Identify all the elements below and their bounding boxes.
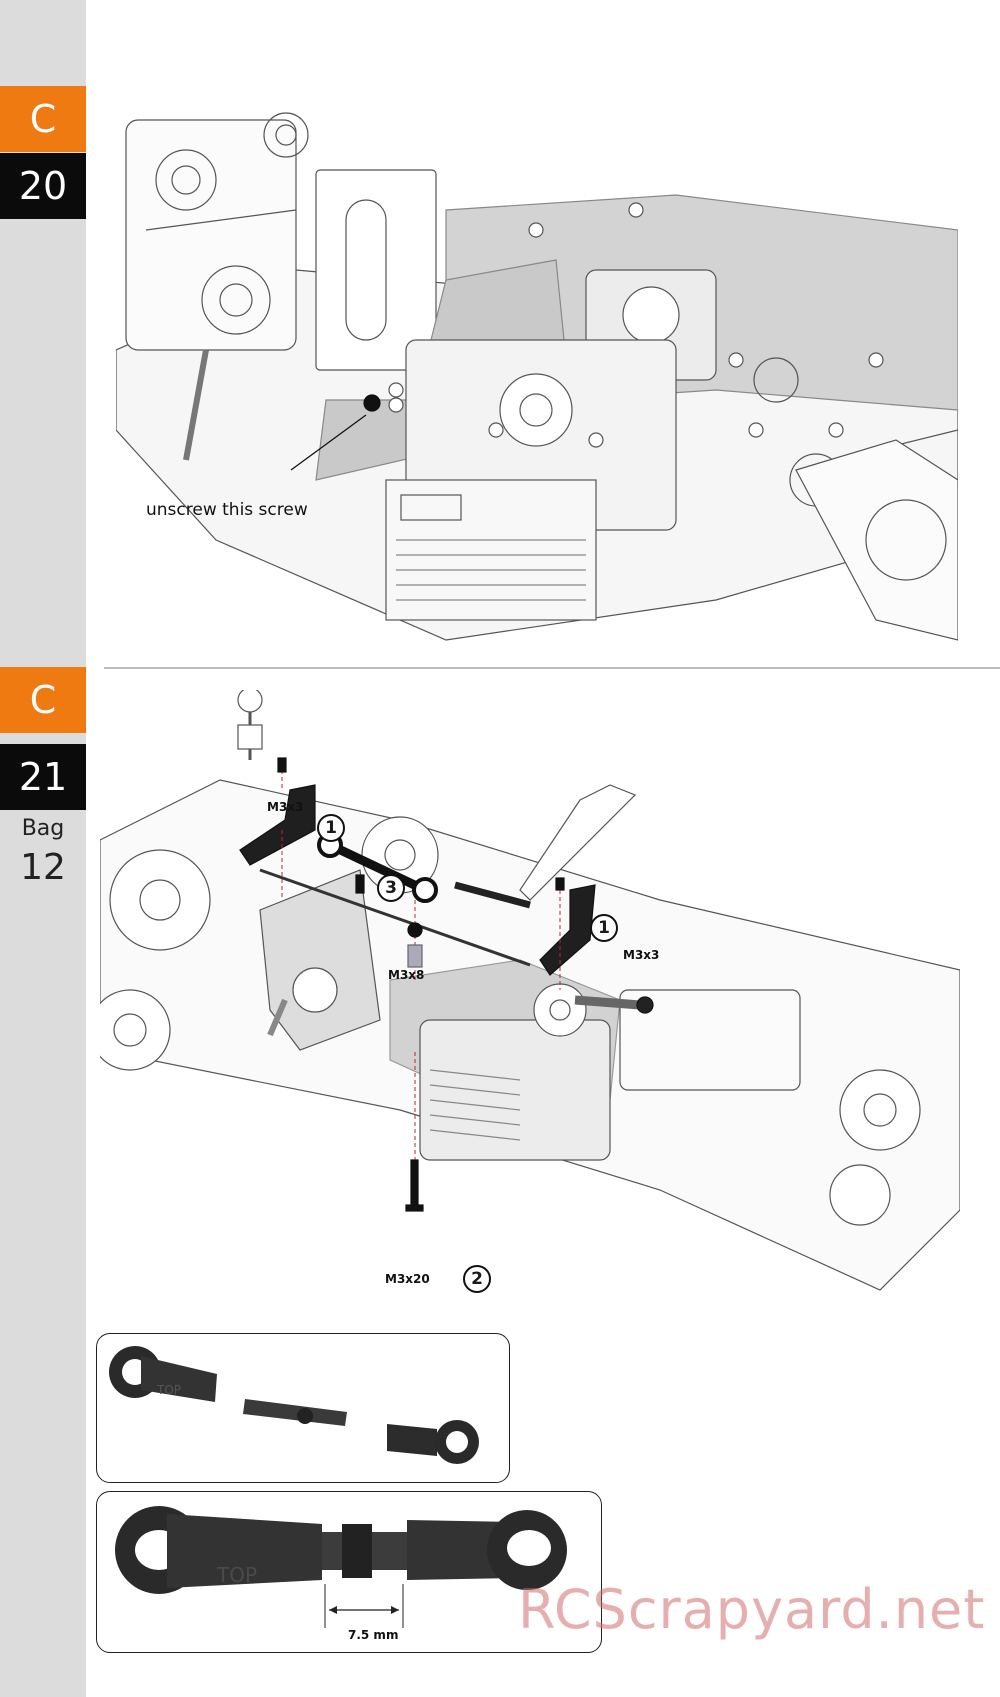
step-section-tab: C: [0, 667, 86, 733]
screw-size-label: M3x20: [385, 1272, 430, 1286]
bag-number: 12: [20, 847, 66, 888]
step-badge: 2: [463, 1265, 491, 1293]
section-divider: [104, 667, 1000, 669]
assembled-turnbuckle-box: TOP: [96, 1491, 602, 1653]
step-21-illustration: [89, 687, 961, 1330]
bag-label: Bag: [21, 816, 65, 841]
step-badge: 3: [377, 874, 405, 902]
step-number-tab: 21: [0, 744, 86, 810]
step-section-tab: C: [0, 86, 86, 152]
dimension-label: 7.5 mm: [348, 1628, 399, 1642]
step-number-tab: 20: [0, 153, 86, 219]
screw-size-label: M3x3: [623, 948, 660, 962]
site-watermark: RCScrapyard.net: [518, 1578, 986, 1641]
exploded-turnbuckle-box: TOP: [96, 1333, 510, 1483]
step-badge: 1: [590, 914, 618, 942]
sidebar: [0, 0, 86, 1697]
screw-size-label: M3x3: [267, 800, 304, 814]
step-20-annotation: unscrew this screw: [146, 500, 308, 520]
part-top-marking: TOP: [156, 1383, 181, 1397]
screw-size-label: M3x8: [388, 968, 425, 982]
step-badge: 1: [317, 814, 345, 842]
part-top-marking: TOP: [216, 1563, 257, 1587]
step-20-illustration: [115, 100, 959, 645]
